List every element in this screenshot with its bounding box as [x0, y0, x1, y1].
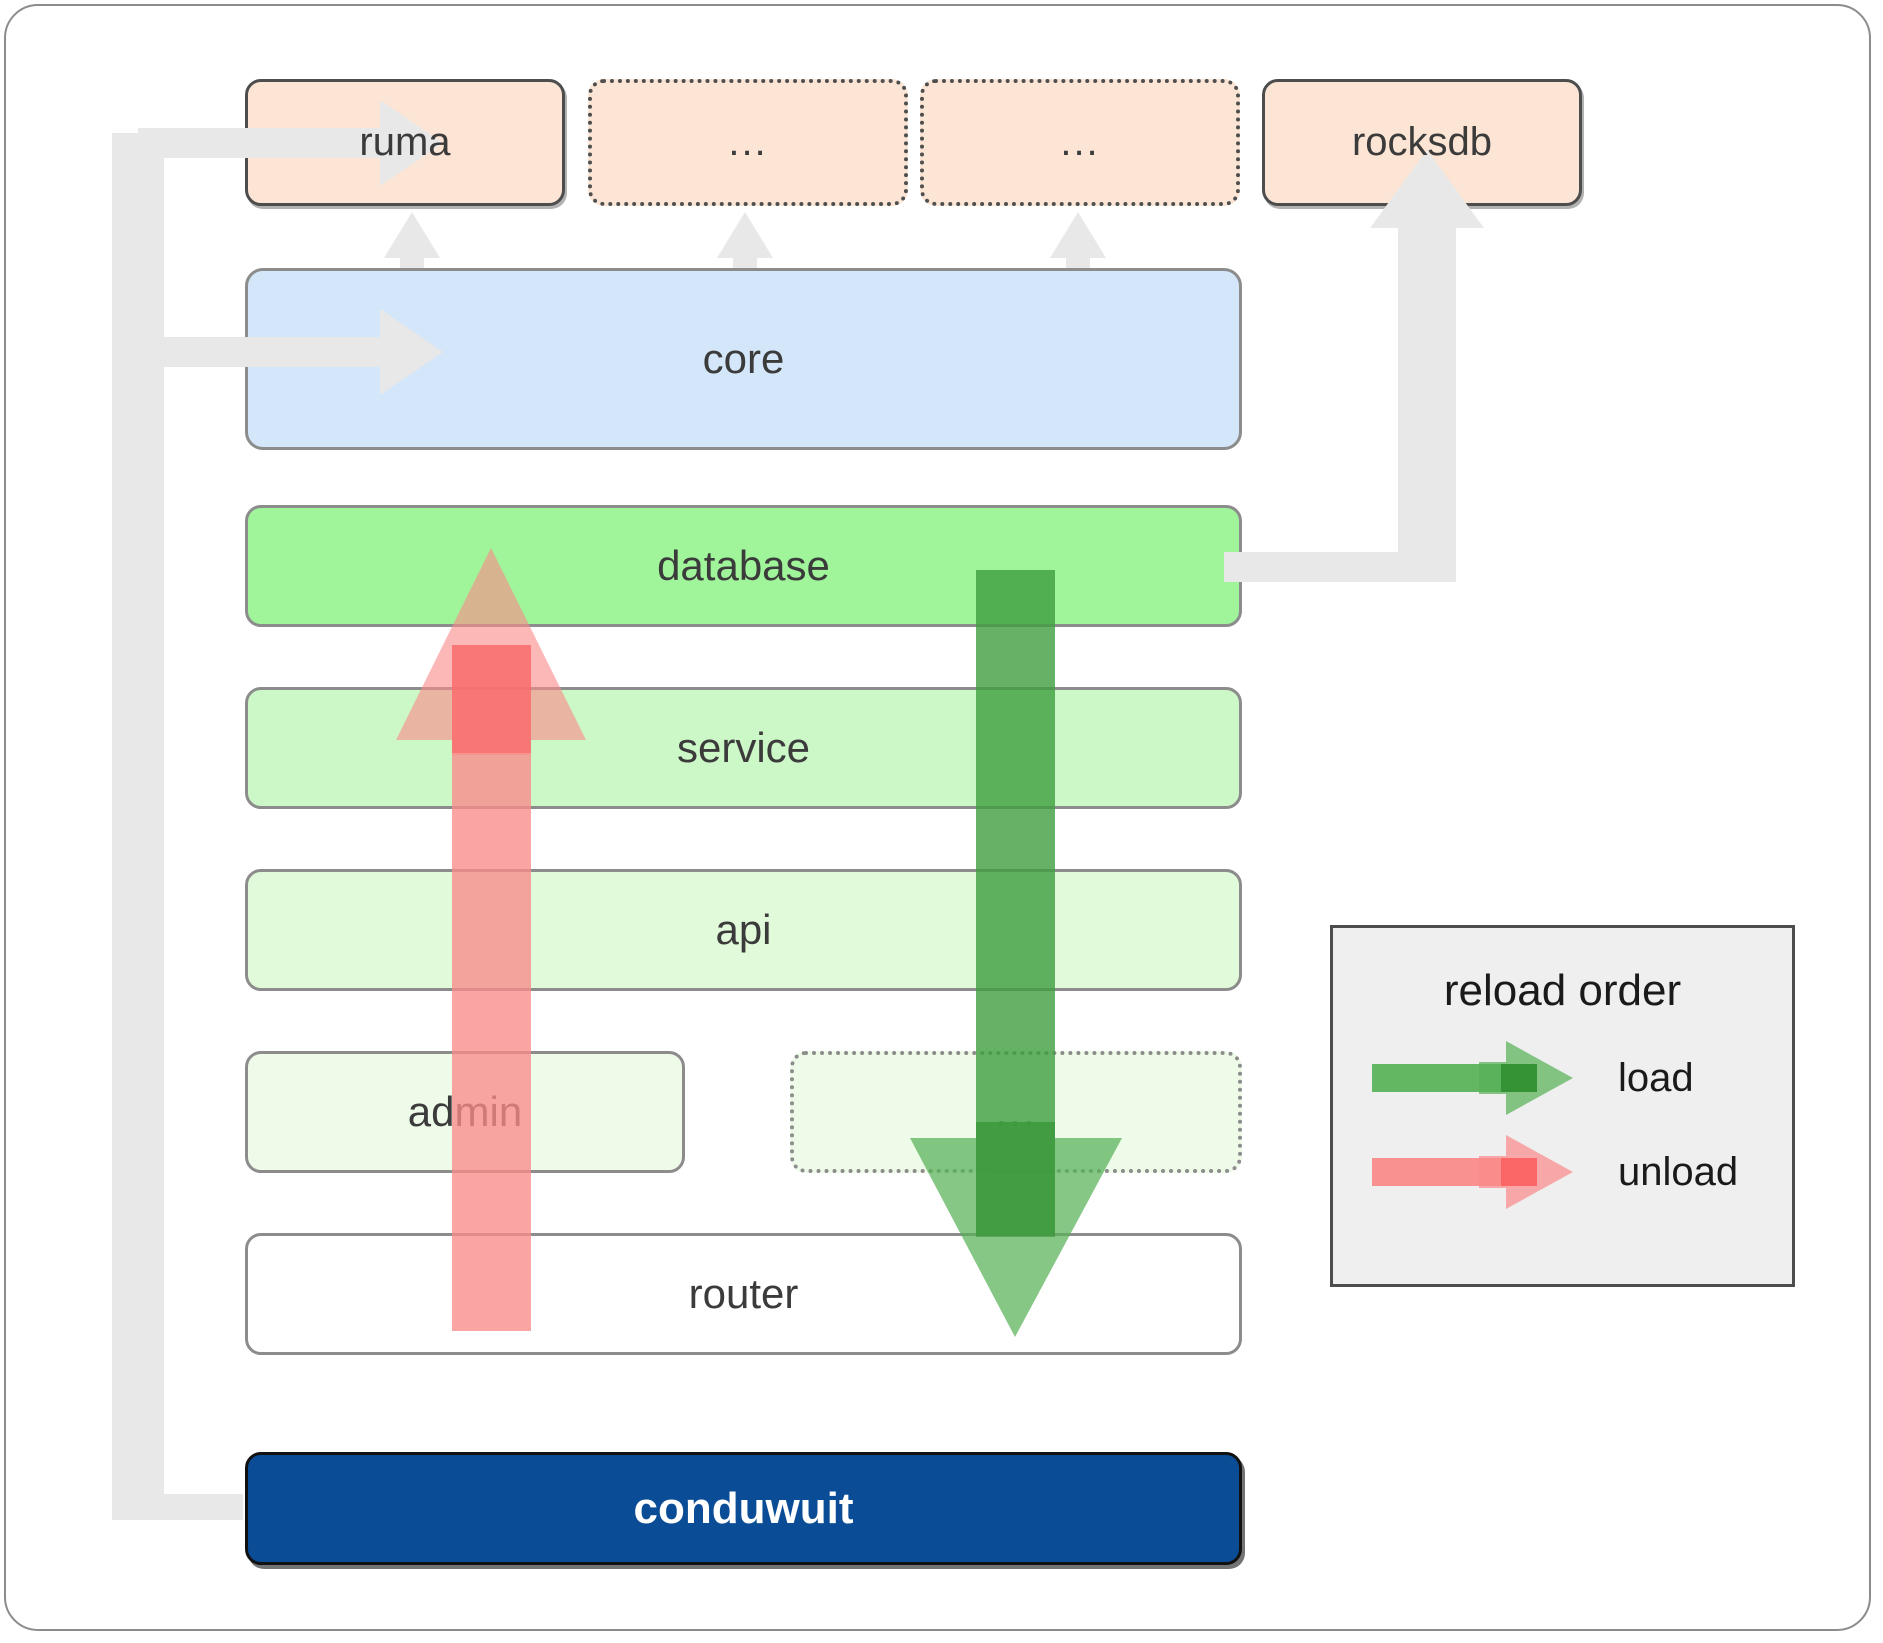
layer-label-api: api — [715, 906, 772, 953]
dependency-label-ruma: ruma — [359, 120, 451, 164]
load-arrow-icon — [1372, 1041, 1573, 1115]
legend-panel: reload order load unload — [1330, 925, 1795, 1287]
layer-box-ellipsis[interactable]: ... — [790, 1051, 1242, 1173]
dependency-box-rocksdb[interactable]: rocksdb — [1262, 79, 1582, 206]
dependency-box-ellipsis-2[interactable]: ... — [920, 79, 1240, 206]
layer-label-admin: admin — [407, 1088, 523, 1135]
dependency-label-ellipsis-1: ... — [728, 120, 768, 164]
legend-arrow-icons — [1372, 1041, 1573, 1209]
dependency-box-ellipsis-1[interactable]: ... — [588, 79, 908, 206]
legend-title: reload order — [1443, 966, 1682, 1015]
dependency-box-ruma[interactable]: ruma — [245, 79, 565, 206]
layer-box-service[interactable]: service — [245, 687, 1242, 809]
layer-box-router[interactable]: router — [245, 1233, 1242, 1355]
diagram-frame — [4, 4, 1871, 1631]
unload-arrow-icon — [1372, 1135, 1573, 1209]
legend-label-unload: unload — [1618, 1150, 1739, 1194]
root-label-conduwuit: conduwuit — [633, 1483, 854, 1533]
dependency-label-ellipsis-2: ... — [1060, 120, 1100, 164]
layer-label-service: service — [676, 724, 811, 771]
layer-label-database: database — [657, 542, 830, 589]
legend-label-load: load — [1618, 1056, 1694, 1100]
layer-label-ellipsis: ... — [995, 1088, 1037, 1135]
layer-label-router: router — [688, 1270, 799, 1317]
root-box-conduwuit[interactable]: conduwuit — [245, 1452, 1242, 1565]
dependency-label-rocksdb: rocksdb — [1351, 120, 1493, 164]
layer-box-admin[interactable]: admin — [245, 1051, 685, 1173]
layer-box-api[interactable]: api — [245, 869, 1242, 991]
core-box[interactable]: core — [245, 268, 1242, 450]
layer-box-database[interactable]: database — [245, 505, 1242, 627]
core-label: core — [702, 335, 785, 382]
